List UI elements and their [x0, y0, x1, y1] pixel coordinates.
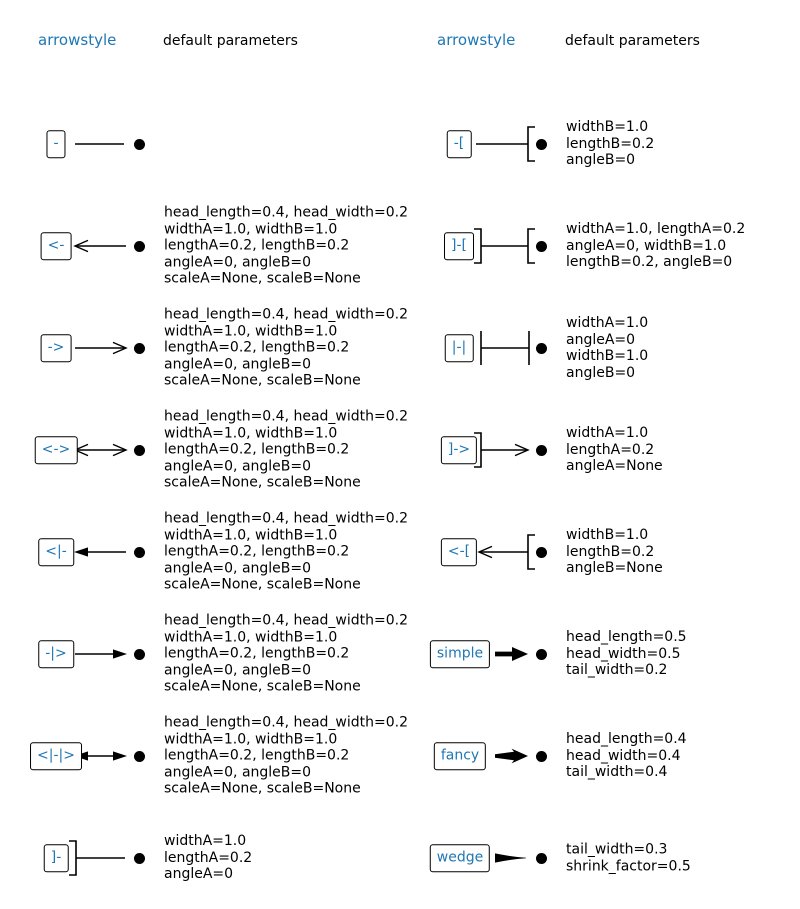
arrowstyle-label-box: <|-|>: [30, 742, 82, 770]
arrowstyle-row: -|> head_length=0.4, head_width=0.2 widt…: [0, 603, 408, 705]
arrow-demo-filledhead-right: [75, 649, 127, 659]
arrowstyle-row: fancy head_length=0.4 head_width=0.4 tai…: [400, 705, 800, 807]
arrowstyle-label-box: -: [46, 130, 66, 158]
anchor-dot: [133, 138, 145, 150]
anchor-dot: [535, 648, 547, 660]
arrowstyle-row: wedge tail_width=0.3 shrink_factor=0.5: [400, 807, 800, 909]
arrow-demo-bar-both: [480, 331, 530, 365]
arrowstyle-row: -: [0, 93, 400, 195]
arrowstyle-row: ]- widthA=1.0 lengthA=0.2 angleA=0: [0, 807, 400, 909]
anchor-dot: [535, 138, 547, 150]
default-params-text: widthA=1.0, lengthA=0.2 angleA=0, widthB…: [566, 221, 746, 271]
arrow-demo-filledhead-left: [74, 547, 126, 557]
arrow-demo-plain: [75, 143, 124, 145]
default-params-text: head_length=0.4, head_width=0.2 widthA=1…: [164, 204, 409, 287]
anchor-dot: [133, 750, 145, 762]
default-params-text: widthB=1.0 lengthB=0.2 angleB=0: [566, 119, 655, 169]
default-params-text: head_length=0.4, head_width=0.2 widthA=1…: [164, 306, 409, 389]
arrow-demo-fancy: [495, 748, 528, 764]
arrow-demo-wedge: [495, 853, 526, 863]
arrowstyle-row: ]-[ widthA=1.0, lengthA=0.2 angleA=0, wi…: [400, 195, 800, 297]
anchor-dot: [133, 546, 145, 558]
default-params-text: widthA=1.0 angleA=0 widthB=1.0 angleB=0: [566, 314, 649, 381]
arrowstyle-label-box: simple: [429, 640, 491, 668]
anchor-dot: [535, 444, 547, 456]
anchor-dot: [535, 750, 547, 762]
default-params-text: head_length=0.4, head_width=0.2 widthA=1…: [164, 714, 409, 797]
default-params-text: head_length=0.5 head_width=0.5 tail_widt…: [566, 629, 687, 679]
arrow-demo-head-right: [75, 341, 128, 355]
arrow-demo-bracket-head: [474, 432, 530, 468]
default-params-text: tail_width=0.3 shrink_factor=0.5: [566, 841, 691, 874]
default-params-text: widthA=1.0 lengthA=0.2 angleA=0: [164, 833, 253, 883]
header-arrowstyle-left: arrowstyle: [38, 31, 117, 49]
arrowstyle-row: simple head_length=0.5 head_width=0.5 ta…: [400, 603, 800, 705]
arrowstyle-label-box: -|>: [38, 640, 74, 668]
arrowstyle-row: <- head_length=0.4, head_width=0.2 width…: [0, 195, 408, 297]
anchor-dot: [133, 342, 145, 354]
arrowstyle-label-box: <|-: [38, 538, 74, 566]
default-params-text: head_length=0.4 head_width=0.4 tail_widt…: [566, 731, 687, 781]
anchor-dot: [133, 852, 145, 864]
arrowstyle-label-box: ]-: [43, 844, 69, 872]
arrowstyle-row: <|-|> head_length=0.4, head_width=0.2 wi…: [0, 705, 408, 807]
arrowstyle-label-box: <-[: [440, 538, 478, 566]
anchor-dot: [133, 648, 145, 660]
default-params-text: widthA=1.0 lengthA=0.2 angleA=None: [566, 425, 663, 475]
arrow-demo-head-left: [73, 239, 126, 253]
arrow-demo-bracket-left: [69, 840, 125, 876]
header-params-left: default parameters: [163, 33, 298, 49]
arrowstyle-label-box: <-: [40, 232, 72, 260]
arrowstyle-label-box: ]-[: [444, 232, 474, 260]
default-params-text: head_length=0.4, head_width=0.2 widthA=1…: [164, 510, 409, 593]
anchor-dot: [535, 852, 547, 864]
arrowstyle-row: -> head_length=0.4, head_width=0.2 width…: [0, 297, 408, 399]
arrowstyle-label-box: ]->: [440, 436, 478, 464]
arrow-demo-bracket-right: [476, 126, 535, 162]
arrowstyle-label-box: <->: [34, 436, 78, 464]
anchor-dot: [535, 546, 547, 558]
arrow-demo-simple: [495, 647, 528, 661]
arrowstyle-row: <-[ widthB=1.0 lengthB=0.2 angleB=None: [400, 501, 800, 603]
anchor-dot: [535, 342, 547, 354]
arrow-demo-head-bracket: [477, 534, 535, 570]
arrowstyle-label-box: |-|: [444, 334, 474, 362]
arrowstyle-label-box: -[: [446, 130, 472, 158]
default-params-text: widthB=1.0 lengthB=0.2 angleB=None: [566, 527, 663, 577]
default-params-text: head_length=0.4, head_width=0.2 widthA=1…: [164, 408, 409, 491]
arrowstyle-label-box: ->: [40, 334, 72, 362]
header-arrowstyle-right: arrowstyle: [437, 31, 516, 49]
anchor-dot: [535, 240, 547, 252]
anchor-dot: [133, 444, 145, 456]
arrowstyle-row: <-> head_length=0.4, head_width=0.2 widt…: [0, 399, 408, 501]
arrow-demo-bracket-both: [474, 228, 535, 264]
arrowstyle-label-box: fancy: [433, 742, 487, 770]
default-params-text: head_length=0.4, head_width=0.2 widthA=1…: [164, 612, 409, 695]
arrowstyle-row: ]-> widthA=1.0 lengthA=0.2 angleA=None: [400, 399, 800, 501]
arrowstyle-row: |-| widthA=1.0 angleA=0 widthB=1.0 angle…: [400, 297, 800, 399]
arrowstyle-row: <|- head_length=0.4, head_width=0.2 widt…: [0, 501, 408, 603]
anchor-dot: [133, 240, 145, 252]
arrowstyle-label-box: wedge: [429, 844, 491, 872]
arrowstyle-row: -[ widthB=1.0 lengthB=0.2 angleB=0: [400, 93, 800, 195]
header-params-right: default parameters: [565, 33, 700, 49]
